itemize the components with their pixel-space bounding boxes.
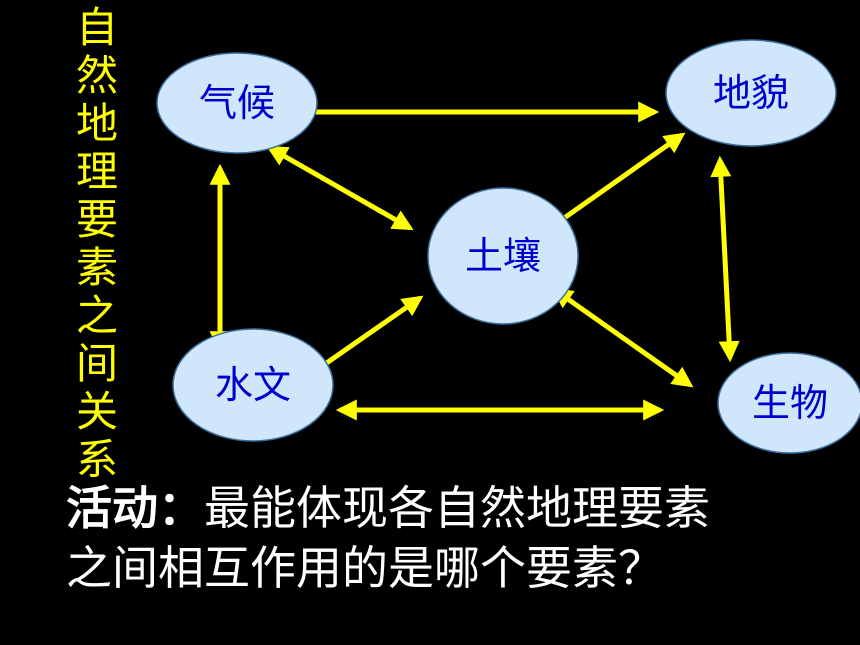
- arrow-landform-biology: [710, 155, 740, 363]
- activity-text-2: 之间相互作用的是哪个要素？: [66, 541, 664, 595]
- activity-question: 活动：最能体现各自然地理要素 之间相互作用的是哪个要素？: [66, 478, 846, 598]
- title-char: 系: [75, 435, 118, 484]
- node-hydrology-label: 水文: [215, 363, 291, 407]
- node-climate: 气候: [156, 52, 318, 154]
- arrow-soil-biology: [551, 287, 694, 388]
- activity-label: 活动：: [66, 481, 204, 535]
- node-biology: 生物: [717, 352, 860, 454]
- arrow-climate-soil: [266, 145, 414, 231]
- node-biology-shape: [717, 352, 860, 454]
- vertical-title: 自 然 地 理 要 素 之 间 关 系: [72, 4, 122, 484]
- activity-line-1: 活动：最能体现各自然地理要素: [66, 478, 846, 538]
- title-char: 要: [75, 195, 118, 244]
- title-char: 间: [75, 339, 118, 388]
- arrow-landform-soil: [546, 132, 686, 231]
- node-soil-shape: [427, 187, 579, 325]
- activity-line-2: 之间相互作用的是哪个要素？: [66, 538, 846, 598]
- title-char: 地: [75, 99, 118, 148]
- node-climate-shape: [156, 52, 318, 154]
- node-soil-label: 土壤: [465, 234, 541, 278]
- activity-text-1: 最能体现各自然地理要素: [204, 481, 710, 535]
- node-hydrology: 水文: [172, 328, 334, 442]
- node-hydrology-shape: [172, 328, 334, 442]
- node-climate-label: 气候: [199, 81, 275, 125]
- title-char: 自: [75, 3, 118, 52]
- title-char: 之: [75, 291, 118, 340]
- title-char: 关: [75, 387, 118, 436]
- title-char: 理: [75, 147, 118, 196]
- node-landform-label: 地貌: [713, 71, 789, 115]
- title-char: 然: [75, 51, 118, 100]
- node-landform: 地貌: [665, 39, 837, 147]
- title-char: 素: [75, 243, 118, 292]
- node-biology-label: 生物: [752, 381, 828, 425]
- node-soil: 土壤: [427, 187, 579, 325]
- node-landform-shape: [665, 39, 837, 147]
